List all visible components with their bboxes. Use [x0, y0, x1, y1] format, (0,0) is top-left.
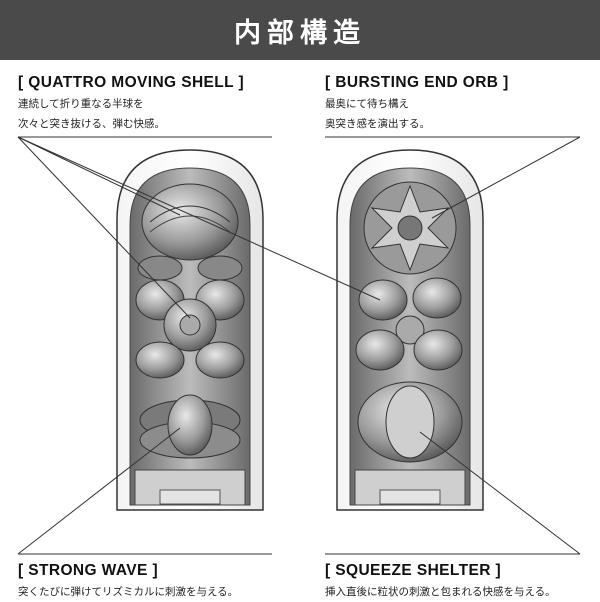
callout-description: 挿入直後に粒状の刺激と包まれる快感を与える。 [325, 582, 556, 602]
desc-line: 次々と突き抜ける、弾む快感。 [18, 118, 165, 130]
callout-strong-wave: [ STRONG WAVE ] 突くたびに弾けてリズミカルに刺激を与える。 [18, 562, 238, 602]
desc-line: 最奥にて待ち構え [325, 98, 409, 110]
callout-description: 最奥にて待ち構え 奥突き感を演出する。 [325, 94, 509, 134]
callout-quattro-moving-shell: [ QUATTRO MOVING SHELL ] 連続して折り重なる半球を 次々… [18, 74, 244, 134]
desc-line: 挿入直後に粒状の刺激と包まれる快感を与える。 [325, 586, 556, 598]
desc-line: 連続して折り重なる半球を [18, 98, 144, 110]
callout-description: 突くたびに弾けてリズミカルに刺激を与える。 [18, 582, 238, 602]
callout-description: 連続して折り重なる半球を 次々と突き抜ける、弾む快感。 [18, 94, 244, 134]
callout-bursting-end-orb: [ BURSTING END ORB ] 最奥にて待ち構え 奥突き感を演出する。 [325, 74, 509, 134]
callout-title: [ STRONG WAVE ] [18, 562, 159, 579]
desc-line: 奥突き感を演出する。 [325, 118, 430, 130]
header-bar: 内部構造 [0, 0, 600, 60]
desc-line: 突くたびに弾けてリズミカルに刺激を与える。 [18, 586, 239, 598]
leader-lines [17, 136, 581, 555]
callout-squeeze-shelter: [ SQUEEZE SHELTER ] 挿入直後に粒状の刺激と包まれる快感を与え… [325, 562, 556, 602]
left-sleeve [116, 149, 264, 511]
page-title: 内部構造 [234, 17, 366, 49]
callout-title: [ BURSTING END ORB ] [325, 74, 509, 91]
callout-title: [ SQUEEZE SHELTER ] [325, 562, 502, 579]
callout-title: [ QUATTRO MOVING SHELL ] [18, 74, 245, 91]
right-sleeve [336, 149, 484, 511]
